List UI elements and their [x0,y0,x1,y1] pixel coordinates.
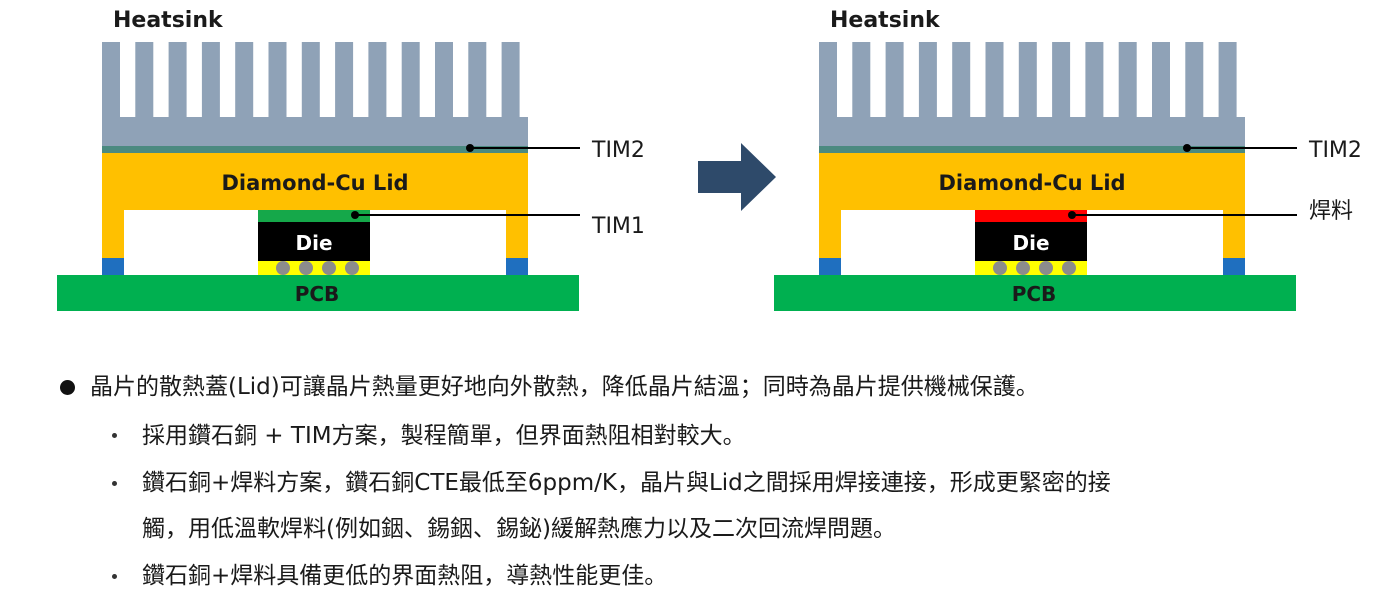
heatsink-fin [1018,42,1037,118]
lid-leg-left [102,209,124,259]
heatsink-fin [952,42,971,118]
heatsink-base [102,117,528,146]
bullet-main-text: 晶片的散熱蓋(Lid)可讓晶片熱量更好地向外散熱，降低晶片結溫；同時為晶片提供機… [90,374,1039,400]
heatsink-base [819,117,1245,146]
callout-label-bottom: 焊料 [1309,199,1353,224]
heatsink-fin [985,42,1004,118]
pcb-label: PCB [295,282,340,306]
lid-leg-right [506,209,528,259]
heatsink-fin [135,42,154,118]
heatsink-fin [468,42,487,118]
lid-foot-left [819,258,841,275]
solder-bump [276,261,290,275]
transition-arrow [698,143,776,211]
heatsink-fin [335,42,354,118]
solder-layer [975,210,1087,222]
lid-leg-left [819,209,841,259]
heatsink-fin [235,42,254,118]
bullet-sub2-line2: 觸，用低溫軟焊料(例如銦、錫銦、錫鉍)緩解熱應力以及二次回流焊問題。 [142,516,896,542]
lid-foot-right [506,258,528,275]
pcb-label: PCB [1012,282,1057,306]
die-label: Die [1012,231,1049,255]
solder-bump [1016,261,1030,275]
lid-foot-left [102,258,124,275]
heatsink-fin [1052,42,1071,118]
solder-bump [345,261,359,275]
heatsink-fin [102,42,120,118]
heatsink-fin [918,42,937,118]
bullet-dot-main [60,380,75,395]
heatsink-fin [1218,42,1237,118]
callout-label-top: TIM2 [591,138,645,163]
pcb [57,275,579,311]
lid-label: Diamond-Cu Lid [221,171,408,195]
heatsink-fin [885,42,904,118]
heatsink-label: Heatsink [830,8,941,33]
heatsink-fin [201,42,220,118]
lid-label: Diamond-Cu Lid [938,171,1125,195]
heatsink-label: Heatsink [113,8,224,33]
heatsink-fin [435,42,453,118]
heatsink-fin [501,42,520,118]
heatsink-fin [1152,42,1170,118]
solder-bump [1039,261,1053,275]
pcb [774,275,1296,311]
heatsink-fin [368,42,387,118]
bullet-dot-sub1 [112,433,117,438]
lid-body [102,153,528,210]
solder-bump [322,261,336,275]
die [975,222,1087,261]
bullet-sub1-text: 採用鑽石銅 + TIM方案，製程簡單，但界面熱阻相對較大。 [142,423,746,449]
die-label: Die [295,231,332,255]
tim2-layer [102,146,528,153]
heatsink-fin [1085,42,1104,118]
solder-bump [1062,261,1076,275]
bullet-dot-sub2 [112,481,117,486]
lid-leg-right [1223,209,1245,259]
solder-bump [299,261,313,275]
heatsink-fin [1118,42,1137,118]
heatsink-fin [268,42,287,118]
heatsink-fin [168,42,187,118]
callout-label-top: TIM2 [1308,138,1362,163]
heatsink-fin [1185,42,1204,118]
die [258,222,370,261]
bullet-sub2-line1: 鑽石銅+焊料方案，鑽石銅CTE最低至6ppm/K，晶片與Lid之間採用焊接連接，… [142,470,1111,496]
heatsink-fin [401,42,420,118]
lid-body [819,153,1245,210]
bullet-sub3-text: 鑽石銅+焊料具備更低的界面熱阻，導熱性能更佳。 [142,563,668,589]
tim2-layer [819,146,1245,153]
heatsink-fin [819,42,837,118]
callout-label-bottom: TIM1 [591,214,645,239]
heatsink-fin [852,42,871,118]
heatsink-fin [301,42,320,118]
solder-bump [993,261,1007,275]
bullet-dot-sub3 [112,574,117,579]
tim1-layer [258,210,370,222]
lid-foot-right [1223,258,1245,275]
